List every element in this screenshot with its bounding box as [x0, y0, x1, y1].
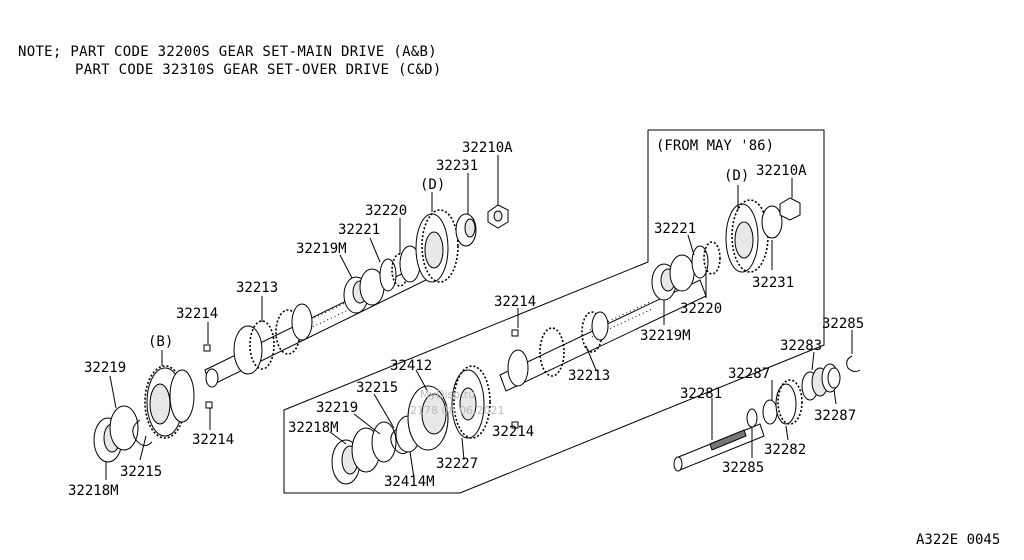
label-32210A-left: 32210A — [462, 140, 513, 156]
watermark-line-2: 2178 08.06.2021 — [410, 404, 504, 417]
label-32287-upper: 32287 — [728, 366, 770, 382]
label-32214-left-a: 32214 — [176, 306, 218, 322]
washer-32287-lower — [762, 399, 778, 425]
inset-label: (FROM MAY '86) — [656, 138, 774, 154]
label-32213-left: 32213 — [236, 280, 278, 296]
overdrive-leader-lines — [711, 330, 853, 458]
gear-32282 — [775, 383, 797, 425]
key-32214-a-left — [203, 344, 211, 352]
label-B: (B) — [148, 334, 173, 350]
inset-leader-lines — [329, 178, 793, 479]
label-32221-inset: 32221 — [654, 221, 696, 237]
label-32214-inset-b: 32214 — [492, 424, 534, 440]
label-D-inset: (D) — [724, 168, 749, 184]
counter-gear-32213-left — [233, 325, 263, 375]
label-32218M-inset: 32218M — [288, 420, 339, 436]
label-32219M-left: 32219M — [296, 241, 347, 257]
label-32231-left: 32231 — [436, 158, 478, 174]
label-32281: 32281 — [680, 386, 722, 402]
snap-ring-32215-inset — [390, 427, 411, 454]
label-32227: 32227 — [436, 456, 478, 472]
label-32283: 32283 — [780, 338, 822, 354]
snap-ring-32215-left — [132, 419, 153, 446]
sleeve-32221-inset — [691, 245, 709, 279]
label-D-left: (D) — [420, 177, 445, 193]
label-32219-left: 32219 — [84, 360, 126, 376]
label-32218M-left: 32218M — [68, 483, 119, 499]
washer-32287-upper — [827, 367, 841, 389]
label-32213-inset: 32213 — [568, 368, 610, 384]
counter-gear-32213-inset — [507, 349, 529, 387]
label-32282: 32282 — [764, 442, 806, 458]
key-32214-a-inset — [511, 329, 519, 337]
label-32210A-inset: 32210A — [756, 163, 807, 179]
label-32219-inset: 32219 — [316, 400, 358, 416]
label-32220-inset: 32220 — [680, 301, 722, 317]
label-32231-inset: 32231 — [752, 275, 794, 291]
left-leader-lines — [105, 155, 499, 480]
label-32414M: 32414M — [384, 474, 435, 490]
label-32412: 32412 — [390, 358, 432, 374]
bearing-32219-inset — [371, 421, 397, 463]
label-32215-left: 32215 — [120, 464, 162, 480]
key-32214-b-left — [205, 401, 213, 409]
nut-32210A-inset — [779, 197, 801, 221]
watermark-line-1: MyDisp.ru — [420, 388, 475, 401]
note-line-2: PART CODE 32310S GEAR SET-OVER DRIVE (C&… — [75, 62, 442, 78]
sleeve-32221-left — [379, 258, 397, 292]
label-32221-left: 32221 — [338, 222, 380, 238]
label-32214-inset-a: 32214 — [494, 294, 536, 310]
label-32287-lower: 32287 — [814, 408, 856, 424]
label-32285-upper: 32285 — [822, 316, 864, 332]
ring-32285-lower — [746, 408, 758, 428]
overdrive-shaft-assembly — [673, 355, 861, 472]
label-32285-lower: 32285 — [722, 460, 764, 476]
left-gear-assembly — [93, 204, 509, 463]
label-32219M-inset: 32219M — [640, 328, 691, 344]
footer-code: A322E 0045 — [916, 532, 1000, 548]
label-32220-left: 32220 — [365, 203, 407, 219]
inset-gear-assembly — [331, 197, 801, 485]
ring-32285-upper — [846, 355, 861, 373]
label-32215-inset: 32215 — [356, 380, 398, 396]
bearing-32231-inset — [761, 205, 783, 239]
label-32214-left-b: 32214 — [192, 432, 234, 448]
inset-border — [283, 129, 825, 494]
note-line-1: NOTE; PART CODE 32200S GEAR SET-MAIN DRI… — [18, 44, 437, 60]
